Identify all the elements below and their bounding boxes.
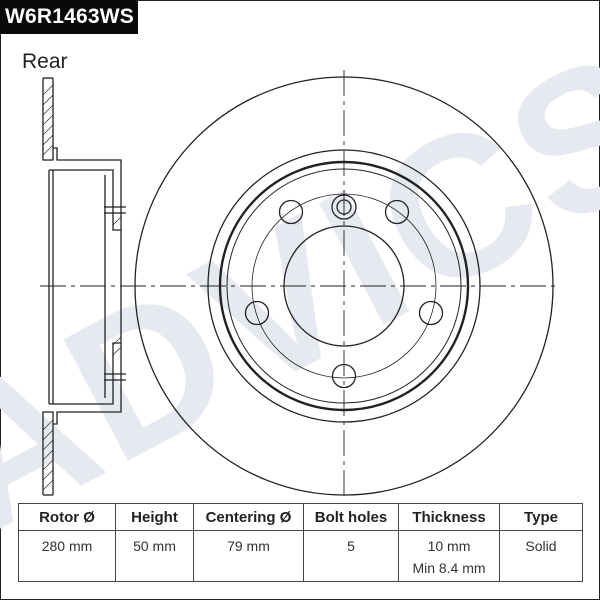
header-thickness: Thickness — [398, 503, 500, 531]
spec-table: Rotor Ø Height Centering Ø Bolt holes Th… — [18, 503, 583, 582]
header-bolt-holes: Bolt holes — [303, 503, 399, 531]
header-type: Type — [499, 503, 583, 531]
value-height: 50 mm — [115, 530, 194, 582]
spec-value-row: 280 mm 50 mm 79 mm 5 10 mm Min 8.4 mm So… — [18, 530, 583, 582]
header-height: Height — [115, 503, 194, 531]
value-centering-diameter: 79 mm — [193, 530, 304, 582]
spec-header-row: Rotor Ø Height Centering Ø Bolt holes Th… — [18, 503, 583, 531]
position-label: Rear — [22, 50, 68, 73]
value-rotor-diameter: 280 mm — [18, 530, 116, 582]
bolt-hole — [244, 300, 270, 326]
value-type: Solid — [499, 530, 583, 582]
bolt-hole — [384, 199, 410, 225]
bolt-hole — [418, 300, 444, 326]
rotor-drawing — [40, 70, 556, 500]
center-lines — [40, 70, 556, 500]
side-profile-view — [42, 77, 126, 496]
header-centering-diameter: Centering Ø — [193, 503, 304, 531]
bolt-hole — [278, 199, 304, 225]
part-number-badge: W6R1463WS — [0, 0, 139, 34]
value-bolt-holes: 5 — [303, 530, 399, 582]
value-thickness-min: Min 8.4 mm — [412, 560, 486, 576]
value-thickness: 10 mm Min 8.4 mm — [398, 530, 500, 582]
value-thickness-nominal: 10 mm — [427, 538, 471, 554]
header-rotor-diameter: Rotor Ø — [18, 503, 116, 531]
